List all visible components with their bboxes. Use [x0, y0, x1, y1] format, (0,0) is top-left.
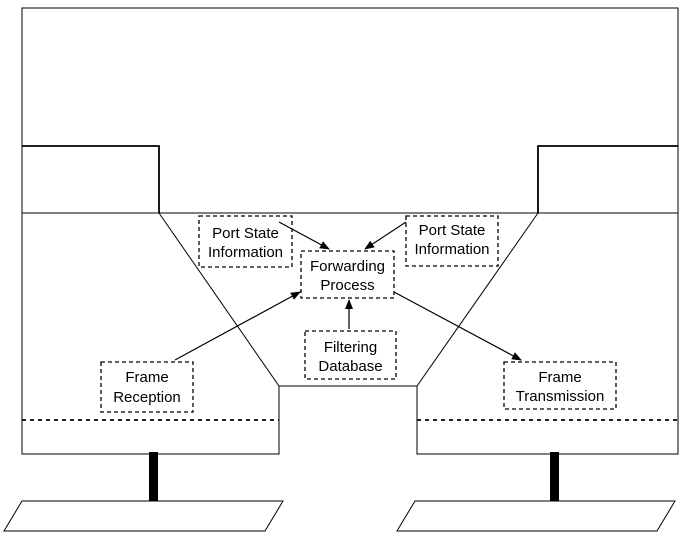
left-lan-stub [149, 452, 158, 501]
frame-transmission-box [503, 361, 617, 410]
flow-arrows [174, 221, 522, 361]
forwarding-process-label-line2: Process [320, 277, 374, 294]
frame-reception-label-line1: Frame [125, 369, 168, 386]
arrow-reception-to-forwarding [174, 291, 301, 361]
forwarding-process-box [300, 250, 395, 299]
port-state-left-label-line1: Port State [212, 225, 279, 242]
filtering-database-label-line2: Database [318, 358, 382, 375]
relay-funnel [158, 212, 539, 387]
port-state-right-label-line1: Port State [419, 222, 486, 239]
port-state-left-label-line2: Information [208, 244, 283, 261]
arrow-forwarding-to-transmission [393, 291, 522, 361]
right-lan-segment [396, 500, 676, 532]
left-port-top [22, 145, 160, 213]
filtering-database-label-line1: Filtering [324, 339, 377, 356]
frame-transmission-label-line1: Frame [538, 369, 581, 386]
frame-transmission-label-line2: Transmission [516, 388, 605, 405]
arrow-port-state-right-to-forwarding [364, 221, 407, 250]
left-lan-segment [3, 500, 284, 532]
port-state-right-box [405, 215, 499, 267]
right-port [416, 145, 679, 455]
frame-reception-label-line2: Reception [113, 389, 181, 406]
forwarding-process-label-line1: Forwarding [310, 258, 385, 275]
filtering-database-box [304, 330, 397, 380]
process-boxes [100, 215, 617, 413]
box-labels: Port State Information Port State Inform… [113, 222, 604, 406]
outer-frame [21, 7, 679, 146]
port-state-left-box [198, 215, 293, 268]
right-port-top [537, 145, 678, 213]
arrow-port-state-left-to-forwarding [278, 221, 330, 250]
right-lan-stub [550, 452, 559, 501]
bridge-outline [21, 7, 679, 214]
frame-reception-box [100, 361, 194, 413]
port-state-right-label-line2: Information [414, 241, 489, 258]
